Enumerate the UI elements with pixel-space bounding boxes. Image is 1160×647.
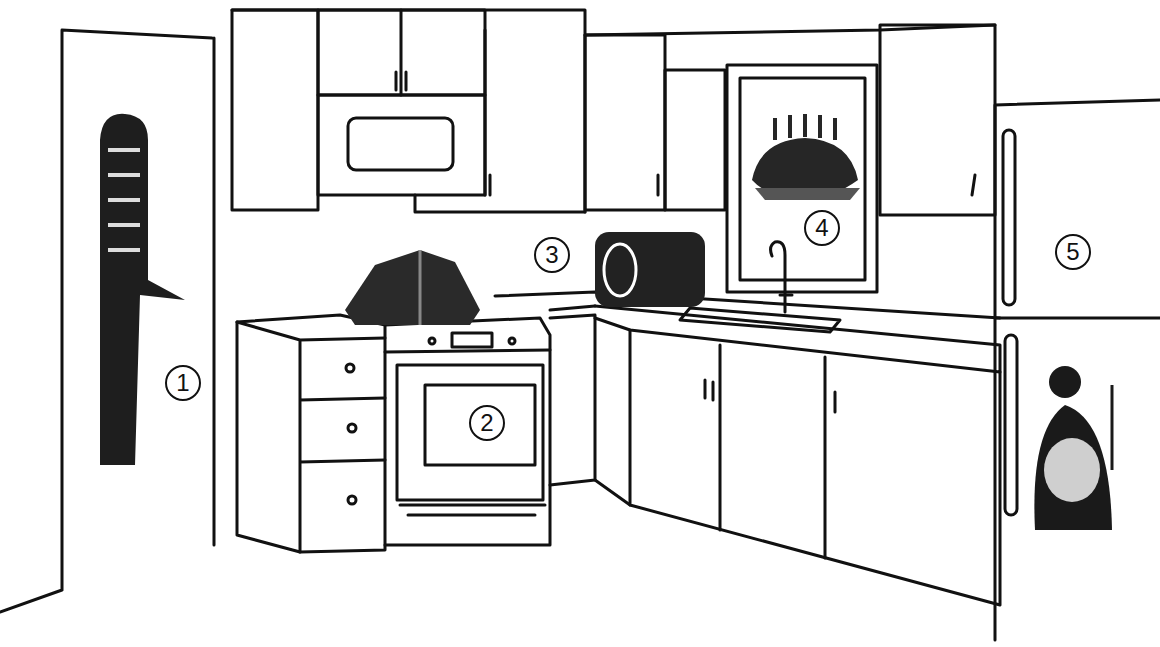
upper-cabinet: [665, 70, 725, 210]
upper-cabinet: [585, 35, 665, 210]
wall-calendar: [100, 114, 185, 465]
upper-cabinet: [318, 10, 485, 95]
fridge-handle: [1003, 130, 1015, 305]
toaster: [595, 232, 705, 307]
kitchen-objects: [100, 114, 1112, 530]
cabinet-handle: [657, 175, 660, 195]
cabinet-handle: [972, 175, 975, 195]
upper-cabinet: [232, 10, 585, 212]
stove: [385, 318, 550, 545]
cabinet-handle: [705, 380, 835, 412]
window-pane: [740, 78, 865, 280]
cooking-pot: [345, 250, 480, 325]
callout-number: 2: [469, 405, 505, 441]
fridge: [995, 100, 1160, 640]
stove-knob: [429, 338, 435, 344]
fridge-photo: [1034, 405, 1112, 530]
drawer-unit: [237, 315, 385, 552]
callout-number: 5: [1055, 234, 1091, 270]
fridge-handle: [1005, 335, 1017, 515]
drawer-knob: [348, 424, 356, 432]
fridge-photo: [1049, 366, 1081, 398]
lower-cabinet: [720, 345, 825, 558]
countertop: [595, 306, 1000, 372]
wall-panel: [0, 30, 214, 612]
callout-number: 3: [534, 237, 570, 273]
countertop: [495, 292, 1000, 485]
cake-plate: [755, 188, 860, 200]
stove-knob: [509, 338, 515, 344]
cooking-pot: [419, 250, 422, 325]
upper-cabinet: [232, 10, 318, 210]
drawer-knob: [346, 364, 354, 372]
kitchen-lines: [0, 10, 1160, 640]
cabinet-handle: [489, 175, 492, 195]
callout-number: 1: [165, 365, 201, 401]
microwave-window: [348, 118, 453, 170]
drawer-unit: [237, 322, 385, 552]
fridge-photo: [1111, 385, 1114, 470]
oven-door: [397, 365, 543, 500]
wall-calendar: [108, 150, 140, 250]
microwave: [318, 95, 485, 195]
stove: [385, 350, 550, 352]
upper-cabinet: [880, 25, 995, 215]
stove-display: [452, 333, 492, 347]
callout-number: 4: [804, 210, 840, 246]
lower-cabinet: [630, 330, 1000, 605]
oven-drawer: [400, 505, 545, 515]
cabinet-handle: [396, 10, 406, 95]
drawer-knob: [348, 496, 356, 504]
cake-candle: [775, 114, 835, 140]
sink: [680, 308, 840, 332]
oven-window: [425, 385, 535, 465]
fridge-photo: [1044, 438, 1100, 502]
window-frame: [727, 65, 877, 292]
upper-cabinet: [415, 30, 585, 212]
floor-line: [595, 480, 630, 505]
faucet: [771, 242, 792, 312]
toaster-dial: [604, 244, 636, 296]
